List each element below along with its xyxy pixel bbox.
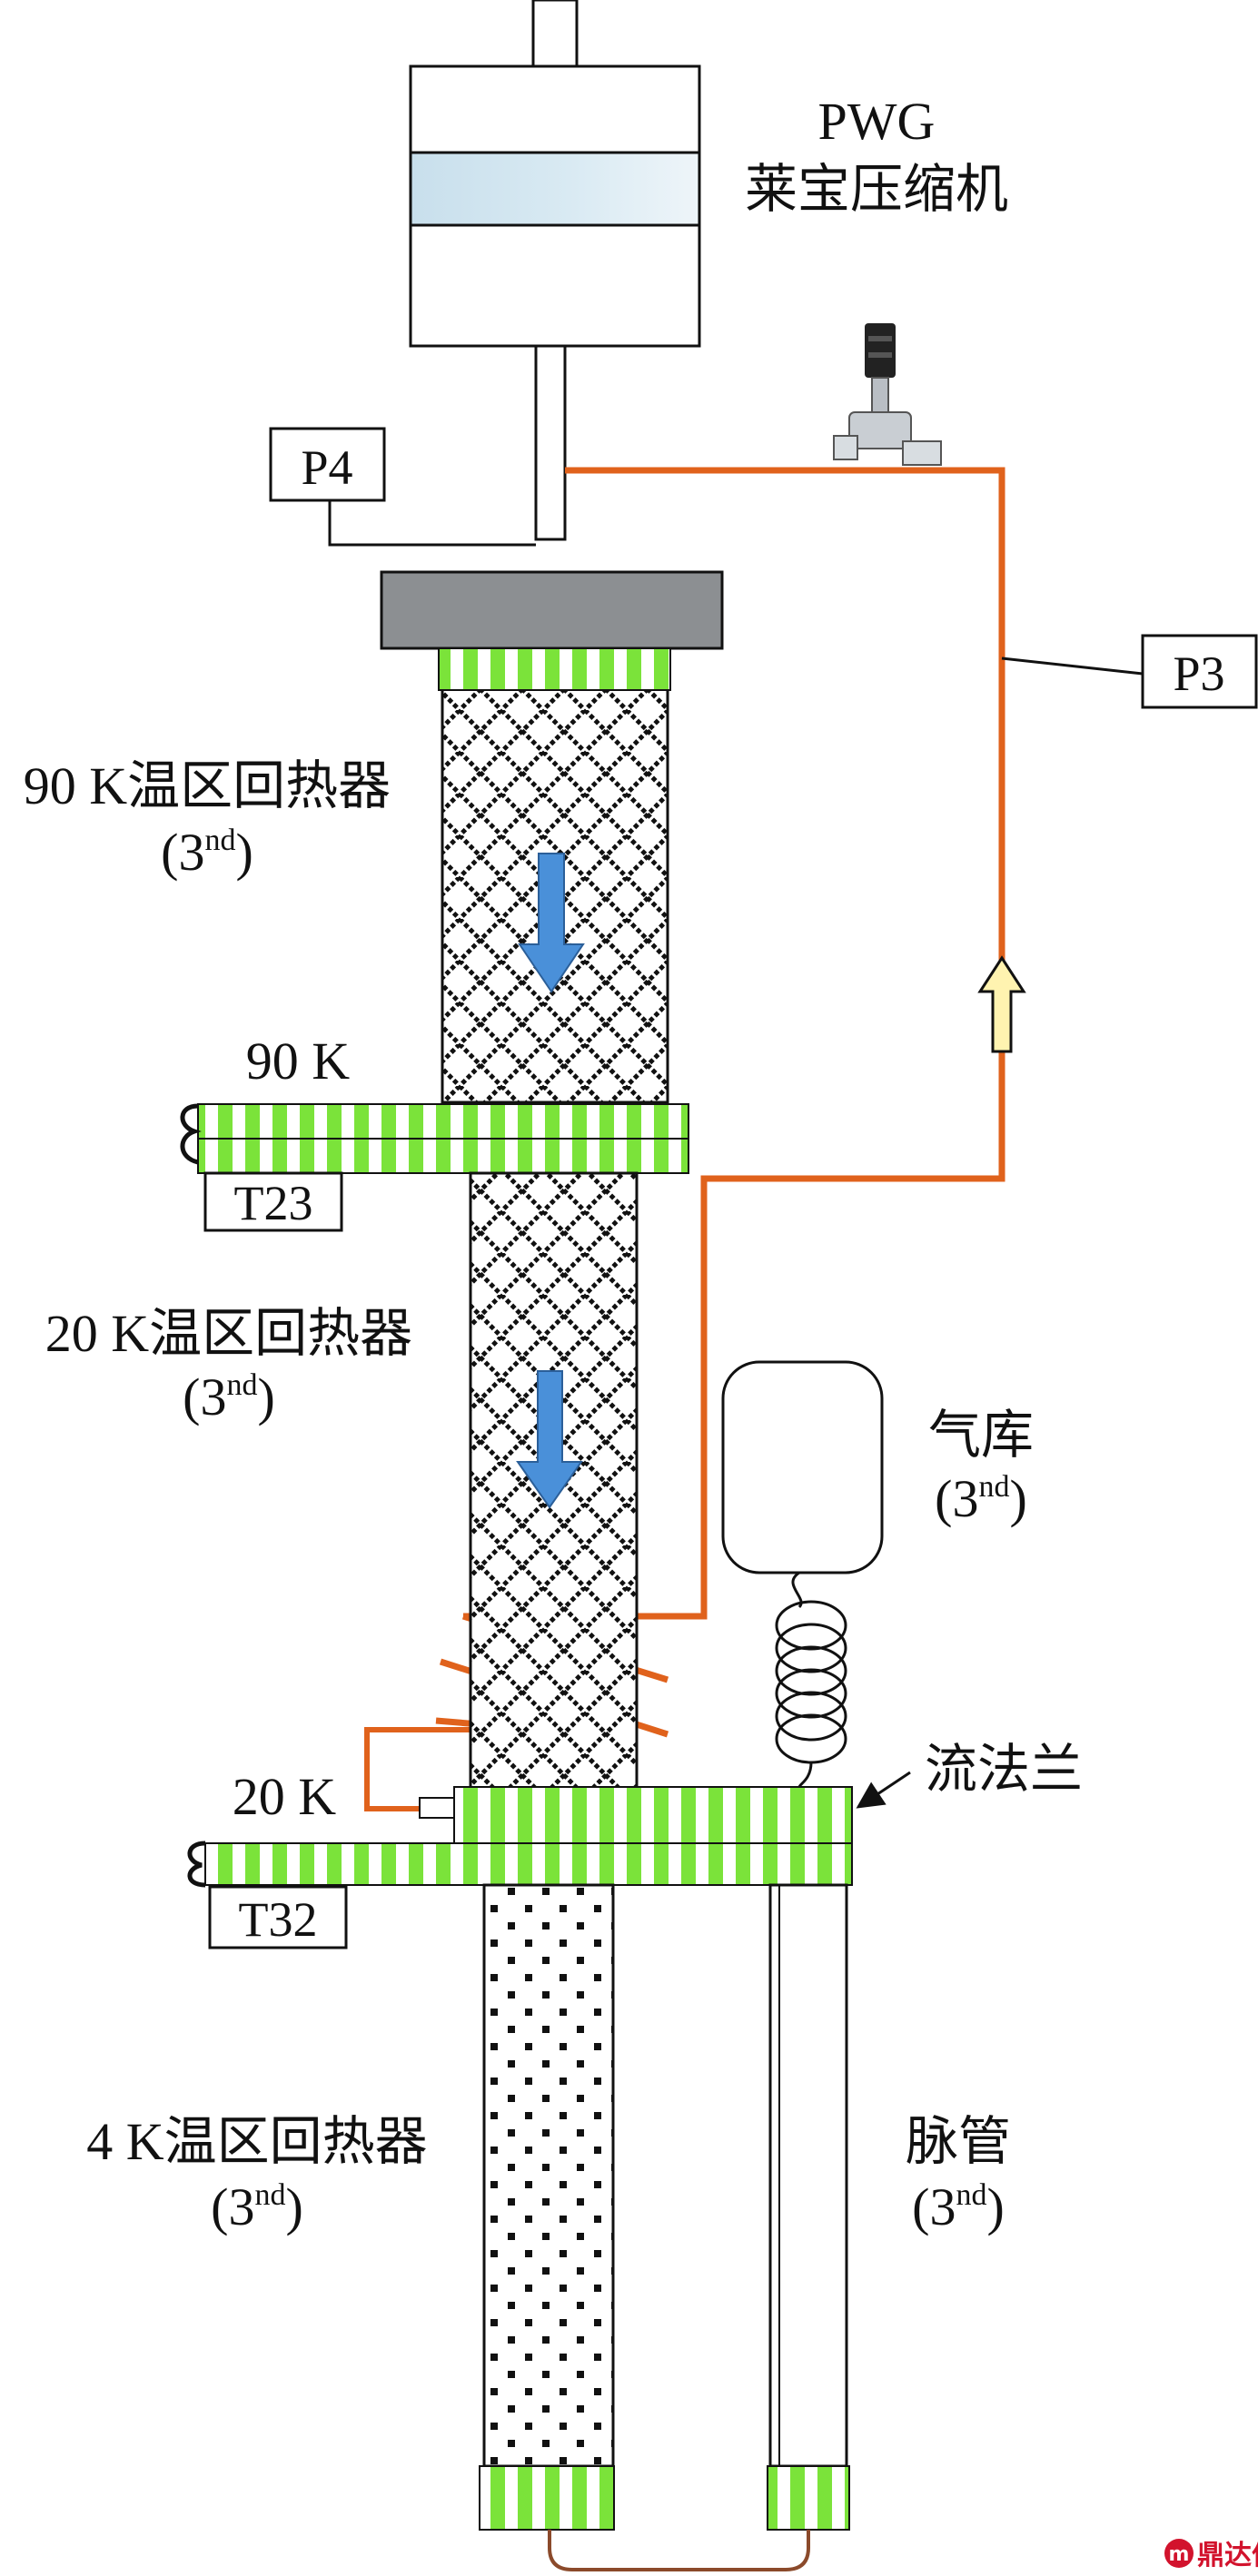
- regenerator-90k-label-line2: (3nd): [161, 823, 253, 882]
- return-pipe: [463, 467, 1005, 1620]
- flange-lower: [204, 1842, 853, 1886]
- flange-pointer: [856, 1771, 911, 1809]
- warm-end-block: [380, 570, 724, 650]
- pulse-tube-label-line2: (3nd): [912, 2177, 1005, 2236]
- compressor-outlet-pipe: [534, 344, 567, 541]
- reservoir-label-line2: (3nd): [935, 1469, 1027, 1528]
- heater-wire-icon-2: [187, 1841, 206, 1888]
- p4-box: [269, 427, 386, 502]
- t23-label: T23: [234, 1176, 313, 1230]
- svg-text:鼎达信: 鼎达信: [1197, 2540, 1258, 2571]
- heater-wire-icon: [180, 1103, 202, 1165]
- temp-90k-label: 90 K: [246, 1031, 351, 1091]
- heat-exchanger-top: [438, 647, 671, 691]
- svg-text:m: m: [1169, 2543, 1190, 2566]
- compressor-label-line1: PWG: [818, 92, 936, 151]
- flow-arrow-down-icon: [518, 853, 585, 993]
- regenerator-20k-label-line2: (3nd): [183, 1367, 275, 1426]
- pulse-tube: [768, 1883, 848, 2468]
- compressor-label-line2: 莱宝压缩机: [745, 160, 1008, 219]
- reservoir-label-line1: 气库: [928, 1406, 1034, 1465]
- t23-box: [203, 1171, 343, 1232]
- regenerator-4k: [482, 1883, 615, 2468]
- p4-label: P4: [301, 440, 352, 495]
- precool-loop: [364, 1727, 472, 1811]
- return-flow-arrow-icon: [977, 955, 1026, 1053]
- regenerator-90k-label-line1: 90 K温区回热器: [24, 756, 391, 815]
- pulse-tube-label-line1: 脉管: [906, 2112, 1011, 2171]
- flange-label: 流法兰: [925, 1740, 1083, 1799]
- compressor: [409, 0, 701, 541]
- flange-upper: [453, 1786, 853, 1844]
- flow-arrow-down-icon-2: [516, 1370, 583, 1509]
- heat-exchanger-pt: [767, 2465, 850, 2531]
- precool-connector: [419, 1797, 457, 1819]
- p3-leader: [1001, 656, 1144, 676]
- p3-box: [1141, 634, 1258, 709]
- piston: [409, 151, 701, 227]
- cold-end-connector: [548, 2530, 810, 2571]
- watermark-logo: m 鼎达信: [1164, 2539, 1258, 2571]
- needle-valve-icon: [833, 323, 942, 466]
- p3-label: P3: [1173, 646, 1224, 701]
- heat-exchanger-4k: [479, 2465, 615, 2531]
- p4-leader: [328, 500, 536, 547]
- regenerator-4k-label-line2: (3nd): [211, 2177, 303, 2236]
- gas-reservoir: [721, 1360, 884, 1574]
- inertance-tube-coil: [775, 1571, 847, 1788]
- t32-box: [208, 1885, 348, 1949]
- temp-20k-label: 20 K: [233, 1767, 337, 1826]
- t32-label: T32: [239, 1892, 318, 1947]
- regenerator-4k-label-line1: 4 K温区回热器: [86, 2112, 427, 2171]
- regenerator-20k-label-line1: 20 K温区回热器: [45, 1304, 412, 1363]
